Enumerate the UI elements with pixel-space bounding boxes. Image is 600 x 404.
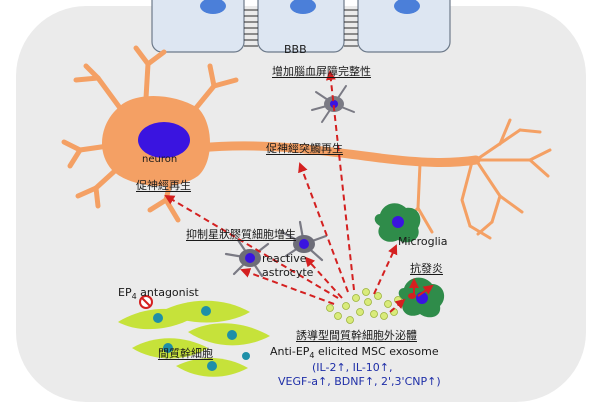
neuron-cell	[61, 45, 552, 240]
exosome-en-label: Anti-EP4 elicited MSC exosome	[270, 346, 439, 360]
arrow-to-microglia	[373, 244, 398, 295]
bbb-nucleus	[290, 0, 316, 14]
ep4-antagonist-rest: antagonist	[136, 286, 199, 299]
tight-junction-right	[344, 9, 358, 47]
astrocyte-nucleus	[330, 100, 338, 108]
reactive-astrocyte-left	[224, 238, 270, 278]
arrow-to-astrocyte-left	[240, 268, 335, 305]
bbb-cell-middle	[257, 0, 345, 53]
msc-nucleus	[207, 361, 217, 371]
tight-junction-left	[244, 9, 258, 47]
effect-arrows	[164, 70, 406, 313]
bbb-cell-right	[357, 0, 451, 53]
bbb-label: BBB	[284, 43, 307, 56]
reactive-astrocyte-right	[280, 220, 328, 262]
anti-inflammation-label: 抗發炎	[410, 262, 443, 275]
msc-nucleus	[227, 330, 237, 340]
arrow-to-bbb	[325, 70, 355, 291]
astrocyte-bbb	[311, 85, 355, 123]
astrocyte-nucleus	[245, 253, 255, 263]
exosome-en-rest: elicited MSC exosome	[314, 345, 439, 358]
inflammation-spot	[408, 293, 416, 299]
bbb-nucleus	[200, 0, 226, 14]
bbb-nucleus	[394, 0, 420, 14]
neuron-label: neuron	[142, 154, 178, 165]
bbb-integrity-label: 增加腦血屏障完整性	[272, 65, 371, 78]
inhibit-astrocyte-label: 抑制星狀膠質細胞增生	[186, 228, 296, 241]
ep4-antagonist-label: EP4 antagonist	[118, 287, 199, 301]
arrow-to-inflammation	[389, 298, 406, 313]
exosome-zh-label: 誘導型間質幹細胞外泌體	[296, 329, 417, 342]
microglia-label: Microglia	[398, 235, 448, 248]
arrow-to-astrocyte-right	[304, 256, 343, 299]
exosome-en-subscript: 4	[309, 351, 315, 361]
factors-line-1: (IL-2↑, IL-10↑,	[312, 361, 393, 374]
msc-nucleus	[242, 352, 250, 360]
factors-line-2: VEGF-a↑, BDNF↑, 2',3'CNP↑)	[278, 375, 441, 388]
ep4-antagonist-base: EP	[118, 286, 132, 299]
arrow-to-synapse	[298, 162, 349, 293]
msc-nucleus	[153, 313, 163, 323]
nerve-regen-label: 促神經再生	[136, 179, 191, 192]
no-symbol-icon	[139, 295, 153, 309]
exosome-cluster	[326, 288, 402, 324]
astrocyte-label: astrocyte	[262, 266, 314, 279]
neuron-nucleus	[138, 122, 190, 158]
arrow-to-neuron	[164, 194, 339, 299]
msc-nucleus	[163, 343, 173, 353]
exosome-en-base: Anti-EP	[270, 345, 310, 358]
neuron-dendrites	[61, 45, 239, 223]
microglia-nucleus	[392, 216, 404, 228]
msc-cluster	[118, 300, 270, 377]
anti-inflammation-arrows	[409, 278, 434, 297]
microglia-top	[374, 203, 421, 243]
ep4-antagonist-subscript: 4	[131, 292, 137, 302]
axon-terminals	[400, 118, 552, 240]
bbb-cell-left	[151, 0, 245, 53]
synapse-regen-label: 促神經突觸再生	[266, 142, 343, 155]
neuron-axon	[195, 141, 481, 167]
reactive-label: reactive	[262, 252, 307, 265]
bbb-barrier	[151, 0, 451, 53]
msc-nucleus	[201, 306, 211, 316]
msc-label: 間質幹細胞	[158, 347, 213, 360]
astrocyte-nucleus	[299, 239, 309, 249]
